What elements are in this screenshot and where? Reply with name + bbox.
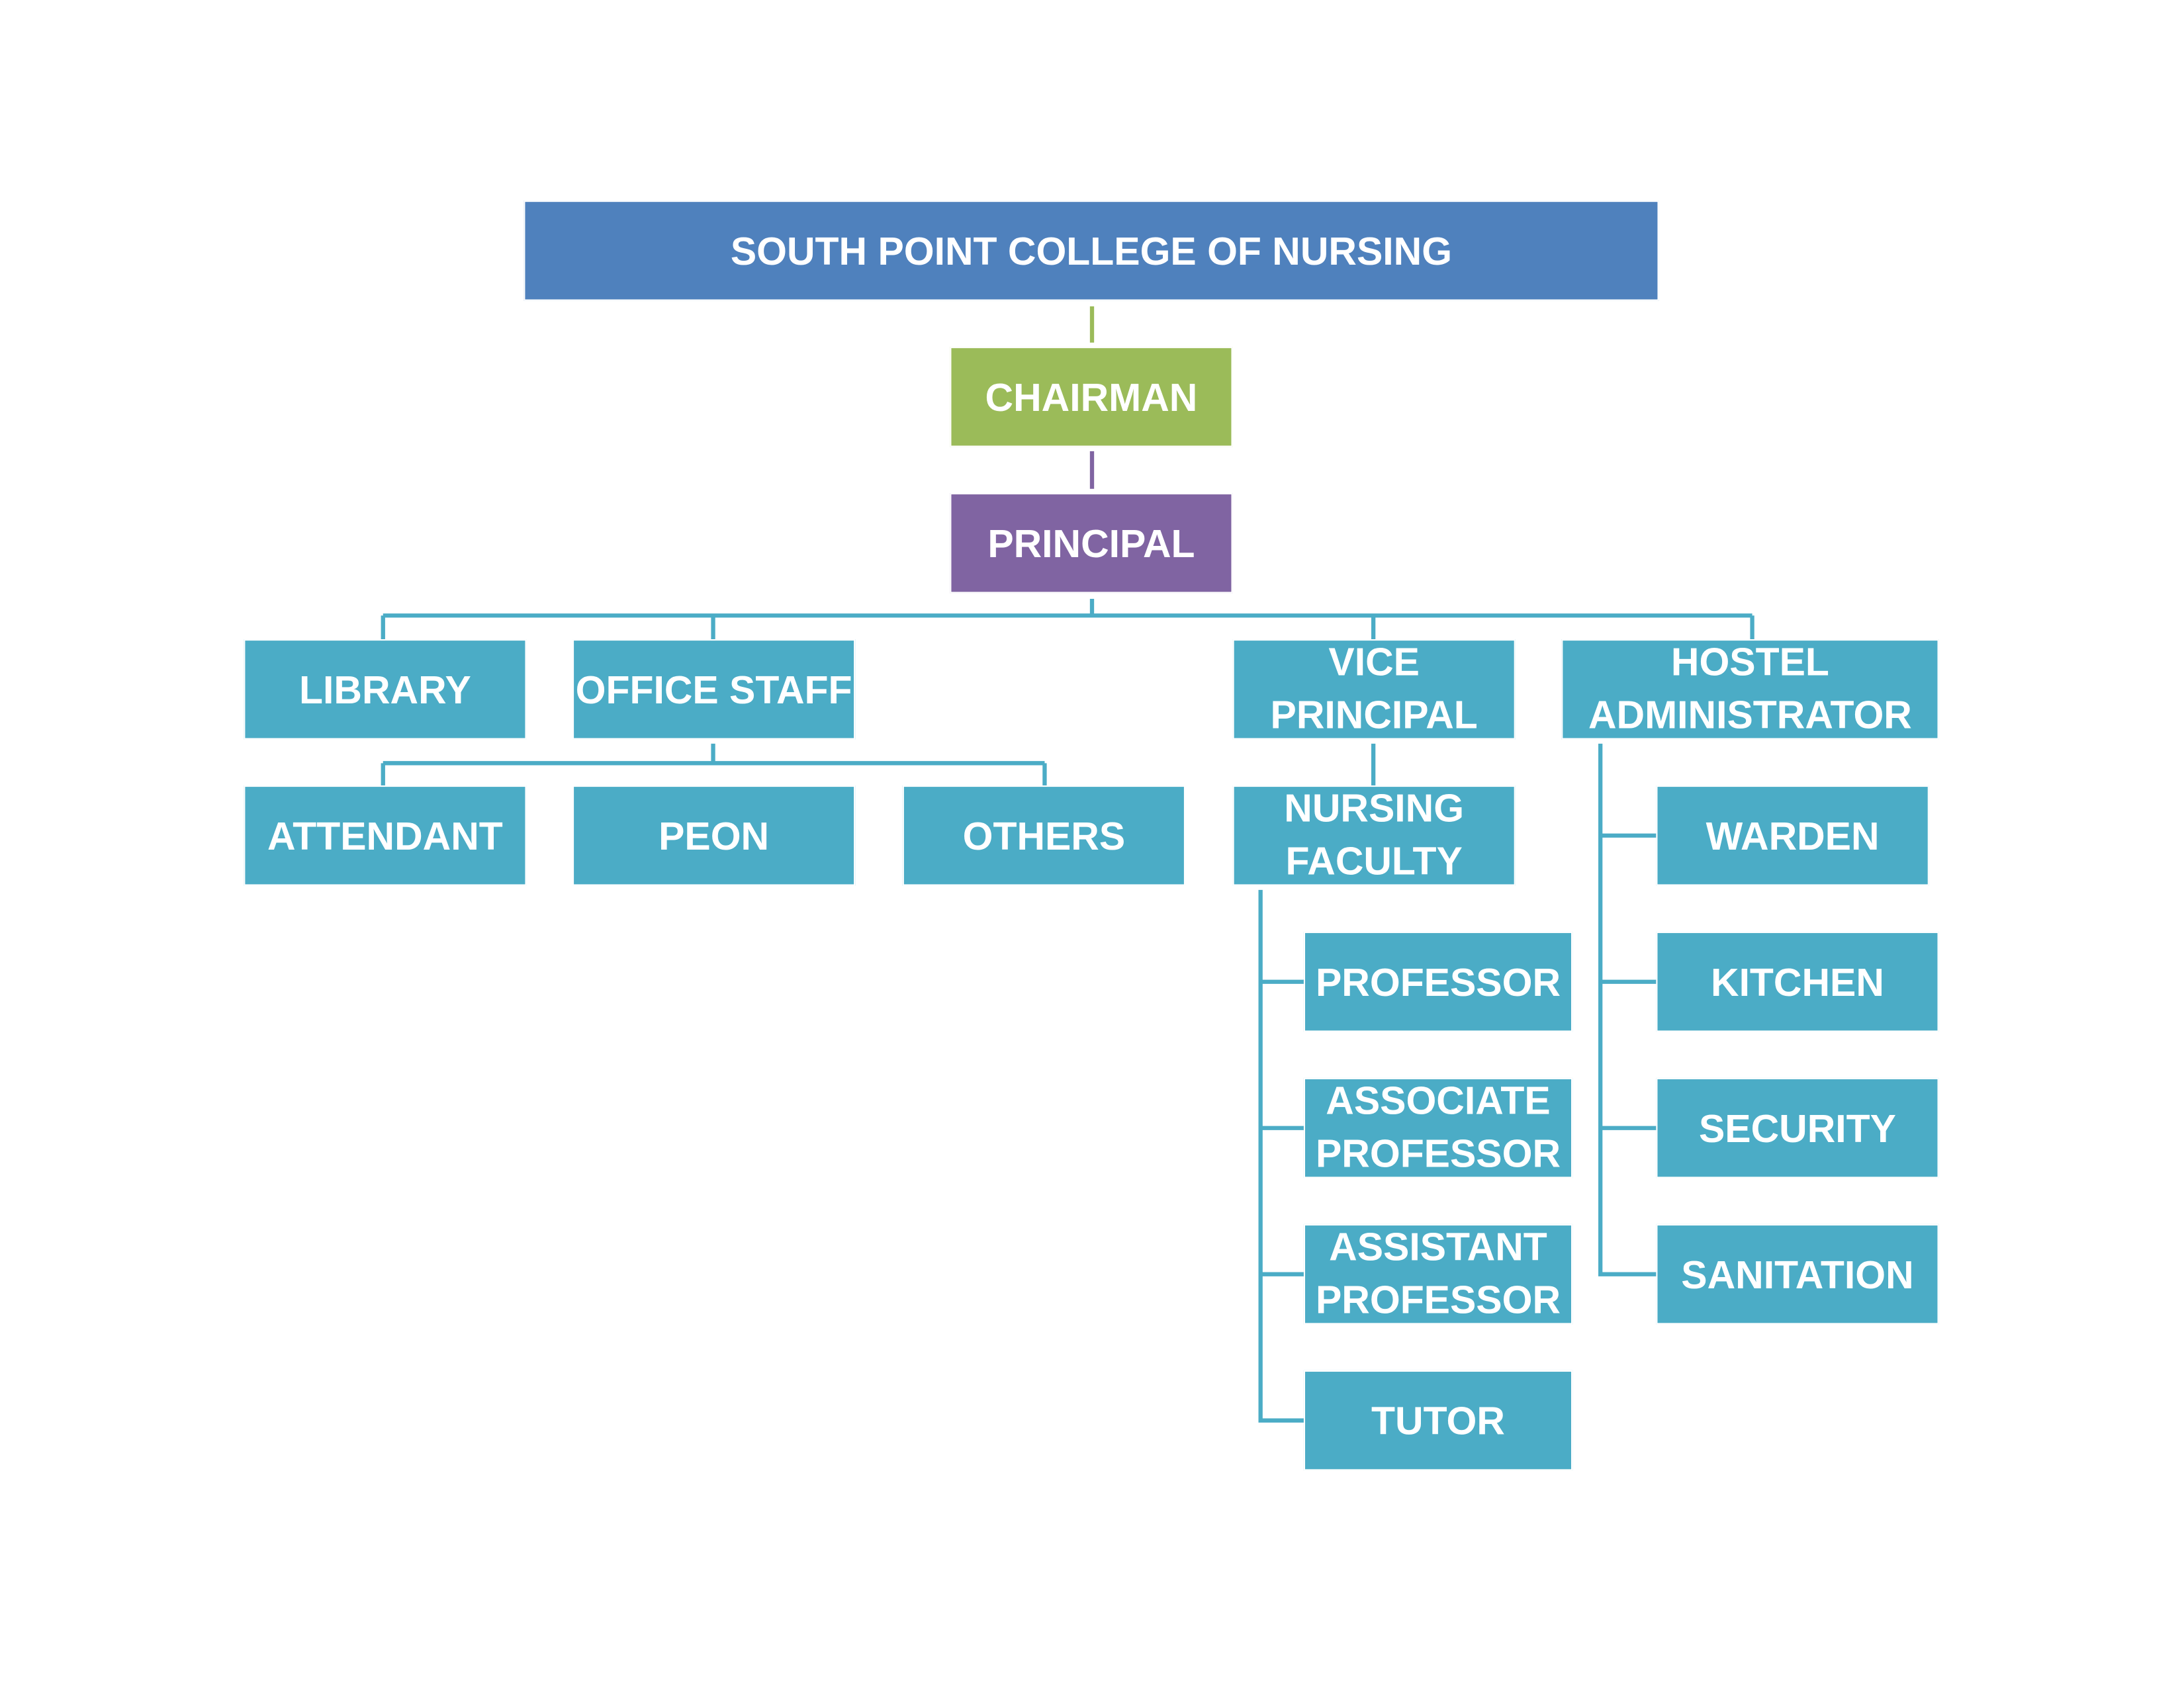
node-associate-professor: ASSOCIATE PROFESSOR bbox=[1303, 1077, 1573, 1178]
node-library: LIBRARY bbox=[244, 639, 527, 740]
node-college: SOUTH POINT COLLEGE OF NURSING bbox=[523, 200, 1659, 301]
node-tutor: TUTOR bbox=[1303, 1370, 1573, 1471]
node-professor: PROFESSOR bbox=[1303, 931, 1573, 1032]
node-nursing-faculty: NURSING FACULTY bbox=[1232, 785, 1516, 886]
node-attendant: ATTENDANT bbox=[244, 785, 527, 886]
node-office-staff: OFFICE STAFF bbox=[572, 639, 856, 740]
connector-office-staff-children bbox=[381, 743, 1047, 785]
connector-principal-departments bbox=[381, 598, 1754, 640]
node-hostel-administrator: HOSTEL ADMINISTRATOR bbox=[1561, 639, 1939, 740]
node-warden: WARDEN bbox=[1656, 785, 1929, 886]
node-principal: PRINCIPAL bbox=[950, 493, 1233, 594]
node-peon: PEON bbox=[572, 785, 856, 886]
connector-faculty-children bbox=[1258, 889, 1306, 1423]
node-chairman: CHAIRMAN bbox=[950, 347, 1233, 447]
node-assistant-professor: ASSISTANT PROFESSOR bbox=[1303, 1223, 1573, 1325]
node-vice-principal: VICE PRINCIPAL bbox=[1232, 639, 1516, 740]
node-security: SECURITY bbox=[1656, 1077, 1939, 1178]
node-kitchen: KITCHEN bbox=[1656, 931, 1939, 1032]
node-sanitation: SANITATION bbox=[1656, 1223, 1939, 1325]
connector-hostel-children bbox=[1598, 743, 1658, 1276]
node-others: OTHERS bbox=[902, 785, 1186, 886]
